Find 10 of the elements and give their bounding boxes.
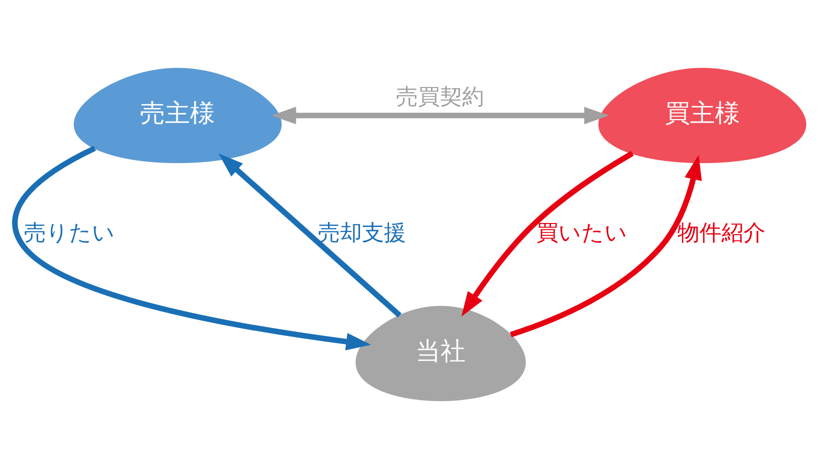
arrow bbox=[12, 145, 372, 350]
arrow bbox=[510, 154, 702, 337]
arrow bbox=[218, 152, 402, 317]
arrow bbox=[461, 150, 634, 316]
arrow bbox=[271, 106, 610, 124]
edge-label: 買いたい bbox=[536, 219, 628, 246]
edge-label: 物件紹介 bbox=[678, 219, 766, 246]
edge-label: 売りたい bbox=[24, 219, 116, 246]
edge-label: 売却支援 bbox=[318, 219, 406, 246]
edge-label: 売買契約 bbox=[396, 84, 484, 110]
